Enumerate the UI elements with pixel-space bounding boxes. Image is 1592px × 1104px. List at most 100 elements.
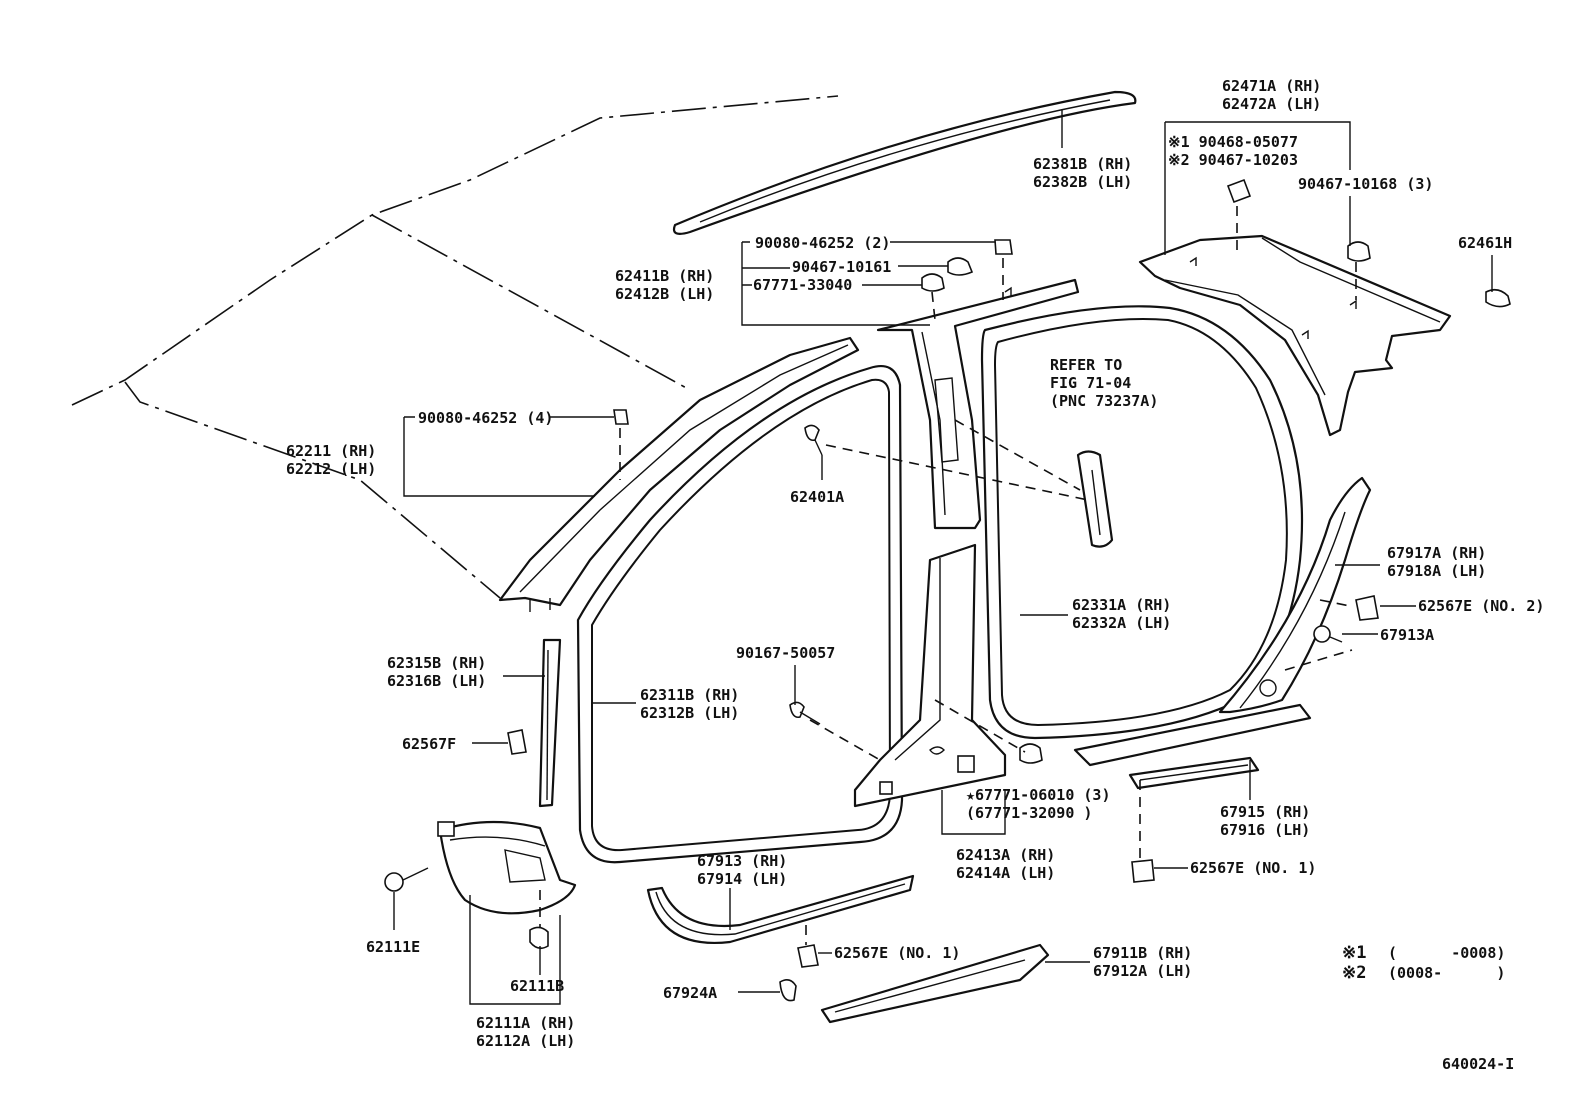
clip-90468 — [1226, 178, 1252, 204]
callout-line: 62111B — [510, 977, 564, 995]
callout-line: 62411B (RH) — [615, 267, 714, 285]
center-pillar-lower-garnish — [853, 543, 1007, 808]
callout-line: 62567E (NO. 2) — [1418, 597, 1544, 615]
callout-line: 62212 (LH) — [286, 460, 376, 478]
callout-line: 62401A — [790, 488, 844, 506]
callout-line: 62332A (LH) — [1072, 614, 1171, 632]
front-pillar-lower-moulding — [538, 638, 562, 808]
callout-c90468: ※1 90468-05077※2 90467-10203 — [1168, 133, 1298, 169]
rear-door-scuff-plate — [1073, 703, 1312, 790]
callout-line: 62112A (LH) — [476, 1032, 575, 1050]
clip-90467-10161 — [947, 257, 974, 276]
cowl-side-trim — [437, 820, 577, 915]
callout-line: 67918A (LH) — [1387, 562, 1486, 580]
callout-line: 67771-33040 — [753, 276, 852, 294]
roof-headliner-panel — [1138, 234, 1452, 437]
figure-code: 640024-I — [1442, 1055, 1514, 1073]
callout-line: 67914 (LH) — [697, 870, 787, 888]
callout-c67771_06010: ★67771-06010 (3)(67771-32090 ) — [966, 786, 1111, 822]
callout-c62211: 62211 (RH)62212 (LH) — [286, 442, 376, 478]
clip-62567F — [507, 729, 527, 755]
clip-67924A — [779, 978, 797, 1002]
callout-line: 62315B (RH) — [387, 654, 486, 672]
callout-line: 67916 (LH) — [1220, 821, 1310, 839]
screw-67913A — [1313, 625, 1343, 643]
callout-line: 62414A (LH) — [956, 864, 1055, 882]
callout-c90080_2: 90080-46252 (2) — [755, 234, 890, 252]
clip-67771-33040 — [921, 273, 945, 292]
callout-c62567E1b: 62567E (NO. 1) — [1190, 859, 1316, 877]
clip-62461H — [1485, 288, 1511, 308]
callout-line: 62331A (RH) — [1072, 596, 1171, 614]
callout-line: 62471A (RH) — [1222, 77, 1321, 95]
callout-c62331: 62331A (RH)62332A (LH) — [1072, 596, 1171, 632]
callout-line: 90167-50057 — [736, 644, 835, 662]
clip-62111B — [529, 926, 549, 950]
callout-line: FIG 71-04 — [1050, 374, 1131, 392]
callout-line: 67911B (RH) — [1093, 944, 1192, 962]
front-door-scuff-plate — [646, 874, 915, 944]
callout-c62311: 62311B (RH)62312B (LH) — [640, 686, 739, 722]
callout-line: 62472A (LH) — [1222, 95, 1321, 113]
callout-line: 62382B (LH) — [1033, 173, 1132, 191]
clip-67771-06010 — [1019, 743, 1043, 764]
clip-90467-10168 — [1347, 241, 1371, 262]
callout-line: ※2 90467-10203 — [1168, 151, 1298, 169]
callout-line: 62567F — [402, 735, 456, 753]
callout-line: 67924A — [663, 984, 717, 1002]
callout-line: 67917A (RH) — [1387, 544, 1486, 562]
callout-c62461: 62461H — [1458, 234, 1512, 252]
callout-line: 62412B (LH) — [615, 285, 714, 303]
callout-line: 62461H — [1458, 234, 1512, 252]
callout-c67917: 67917A (RH)67918A (LH) — [1387, 544, 1486, 580]
callout-line: 90467-10168 (3) — [1298, 175, 1433, 193]
callout-c90080_4: 90080-46252 (4) — [418, 409, 553, 427]
callout-line: 90080-46252 (4) — [418, 409, 553, 427]
callout-line: 90467-10161 — [792, 258, 891, 276]
callout-c67913: 67913 (RH)67914 (LH) — [697, 852, 787, 888]
front-pillar-garnish — [498, 336, 860, 612]
clip-90080-upper — [994, 239, 1013, 255]
callout-line: 67915 (RH) — [1220, 803, 1310, 821]
assist-grip — [1076, 450, 1114, 548]
callout-line: 62311B (RH) — [640, 686, 739, 704]
roof-drip-moulding — [672, 90, 1137, 235]
footnote-mark: ※2 — [1342, 963, 1366, 983]
footnote-range: ( -0008) — [1388, 944, 1505, 962]
callout-line: 67912A (LH) — [1093, 962, 1192, 980]
callout-line: 62111A (RH) — [476, 1014, 575, 1032]
callout-c62567E1a: 62567E (NO. 1) — [834, 944, 960, 962]
callout-line: 62567E (NO. 1) — [1190, 859, 1316, 877]
clip-62567E-no1-rear — [1131, 859, 1155, 883]
screw-62401A — [804, 424, 823, 456]
center-pillar-upper-garnish — [876, 278, 1080, 530]
callout-c90167: 90167-50057 — [736, 644, 835, 662]
roof-phantom-outline — [71, 95, 839, 599]
leader-lines — [393, 110, 1493, 1005]
callout-c62111B: 62111B — [510, 977, 564, 995]
screw-62111E — [384, 867, 429, 892]
callout-line: ※1 90468-05077 — [1168, 133, 1298, 151]
clip-62567E-no2 — [1355, 595, 1379, 621]
callout-labels: 62471A (RH)62472A (LH)※1 90468-05077※2 9… — [286, 77, 1544, 1050]
callout-line: 62413A (RH) — [956, 846, 1055, 864]
callout-c62111A: 62111A (RH)62112A (LH) — [476, 1014, 575, 1050]
callout-c67924: 67924A — [663, 984, 717, 1002]
callout-c62411: 62411B (RH)62412B (LH) — [615, 267, 714, 303]
callout-line: 67913A — [1380, 626, 1434, 644]
callout-line: 90080-46252 (2) — [755, 234, 890, 252]
callout-c62401: 62401A — [790, 488, 844, 506]
front-door-weatherstrip — [576, 364, 904, 864]
callout-line: 62381B (RH) — [1033, 155, 1132, 173]
callout-line: 67913 (RH) — [697, 852, 787, 870]
callout-c62567F: 62567F — [402, 735, 456, 753]
callout-c62567E2: 62567E (NO. 2) — [1418, 597, 1544, 615]
rear-door-weatherstrip — [980, 305, 1304, 740]
callout-line: (PNC 73237A) — [1050, 392, 1158, 410]
clip-62567E-no1-front — [797, 944, 819, 968]
callout-line: 62312B (LH) — [640, 704, 739, 722]
clip-90080-pillar — [613, 409, 629, 425]
callout-c67913A: 67913A — [1380, 626, 1434, 644]
